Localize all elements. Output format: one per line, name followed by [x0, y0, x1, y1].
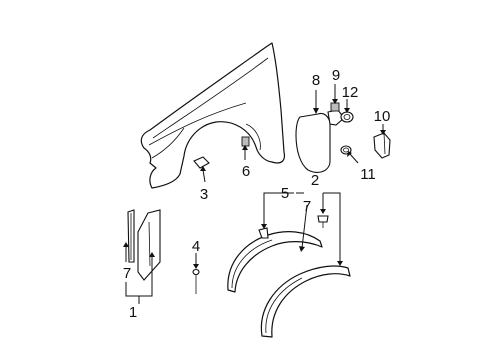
callout-4: 4: [192, 238, 200, 255]
clip-12: [340, 111, 354, 123]
nut-9: [330, 102, 340, 112]
wheel-flare-front: [227, 231, 323, 293]
callout-12: 12: [342, 84, 359, 101]
callout-7-moulding: 7: [123, 265, 131, 282]
moulding-strip-7: [127, 209, 135, 263]
fender-clip-6: [241, 136, 250, 147]
callout-7-flare: 7: [303, 198, 311, 215]
callout-10: 10: [374, 108, 391, 125]
moulding-panel-1: [137, 209, 161, 281]
leader-lines: [123, 84, 386, 304]
callout-8: 8: [312, 72, 320, 89]
callout-5: 5: [281, 185, 289, 202]
clip-11: [340, 145, 352, 155]
flare-clip-5: [258, 227, 269, 239]
bracket-10: [373, 132, 391, 159]
callout-11: 11: [360, 166, 376, 183]
callout-6: 6: [242, 163, 250, 180]
flare-bolt-2: [317, 215, 329, 228]
mud-flap: [295, 109, 345, 173]
fender-bracket-3: [193, 156, 210, 169]
wheel-flare-rear: [260, 265, 351, 338]
callout-1: 1: [129, 304, 137, 321]
callout-3: 3: [200, 186, 208, 203]
fender: [140, 42, 286, 189]
callout-2: 2: [311, 172, 319, 189]
callout-9: 9: [332, 67, 340, 84]
screw-4: [192, 268, 200, 294]
